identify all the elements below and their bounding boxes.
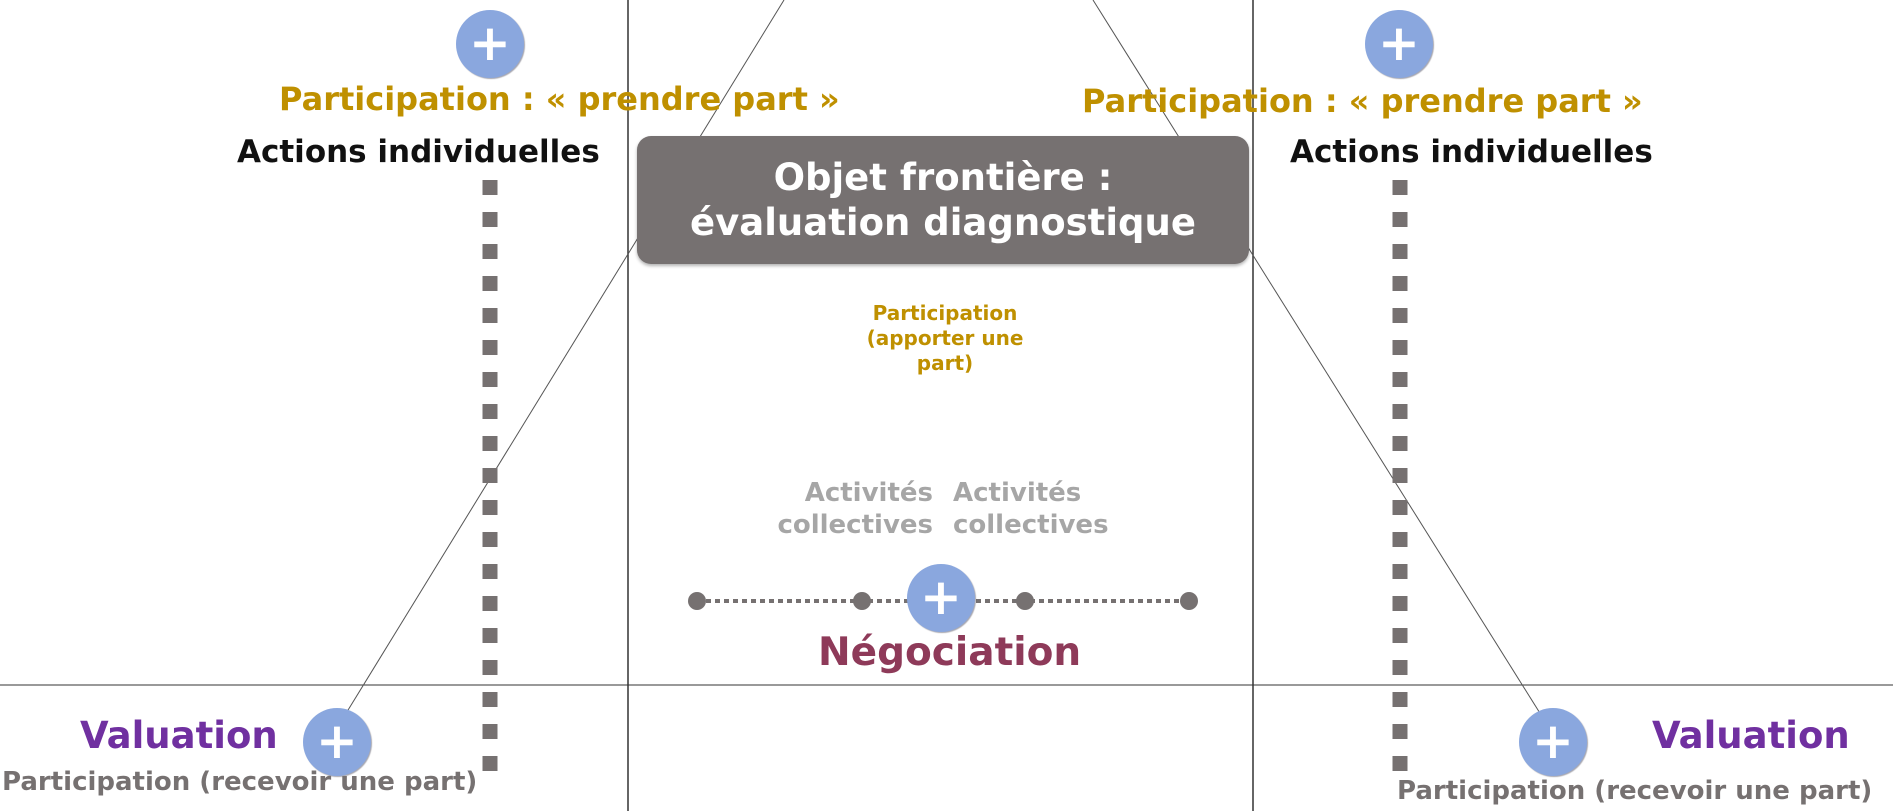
apporter-line: part)	[916, 351, 974, 375]
plus-icon: +	[303, 708, 371, 776]
participation-prendre-right: Participation : « prendre part »	[1082, 82, 1643, 120]
valuation-right: Valuation	[1652, 714, 1850, 757]
timeline-dot	[853, 592, 871, 610]
activites-collectives-right: Activités collectives	[953, 477, 1109, 541]
activites-collectives-left: Activités collectives	[777, 477, 933, 541]
actions-individuelles-right: Actions individuelles	[1290, 134, 1653, 170]
participation-recevoir-left: Participation (recevoir une part)	[2, 767, 478, 797]
apporter-line: Participation	[872, 301, 1018, 325]
plus-icon: +	[907, 564, 975, 632]
apporter-line: (apporter une	[866, 326, 1024, 350]
timeline-dot	[1016, 592, 1034, 610]
activites-line: Activités	[953, 478, 1082, 508]
diagonal-right	[1092, 0, 1544, 719]
participation-apporter: Participation (apporter une part)	[840, 301, 1050, 376]
activites-line: collectives	[953, 510, 1109, 540]
valuation-left: Valuation	[80, 714, 278, 757]
boundary-object-title: Objet frontière :	[773, 156, 1113, 199]
plus-icon: +	[456, 10, 524, 78]
participation-prendre-left: Participation : « prendre part »	[279, 80, 840, 118]
timeline-dot	[688, 592, 706, 610]
boundary-object-subtitle: évaluation diagnostique	[690, 201, 1196, 244]
plus-icon: +	[1365, 10, 1433, 78]
plus-icon: +	[1519, 708, 1587, 776]
actions-individuelles-left: Actions individuelles	[237, 134, 600, 170]
activites-line: collectives	[777, 510, 933, 540]
boundary-object-box: Objet frontière : évaluation diagnostiqu…	[637, 136, 1249, 264]
activites-line: Activités	[804, 478, 933, 508]
negociation-label: Négociation	[818, 630, 1082, 675]
participation-recevoir-right: Participation (recevoir une part)	[1397, 776, 1873, 806]
diagonal-left	[344, 0, 785, 716]
timeline-dot	[1180, 592, 1198, 610]
